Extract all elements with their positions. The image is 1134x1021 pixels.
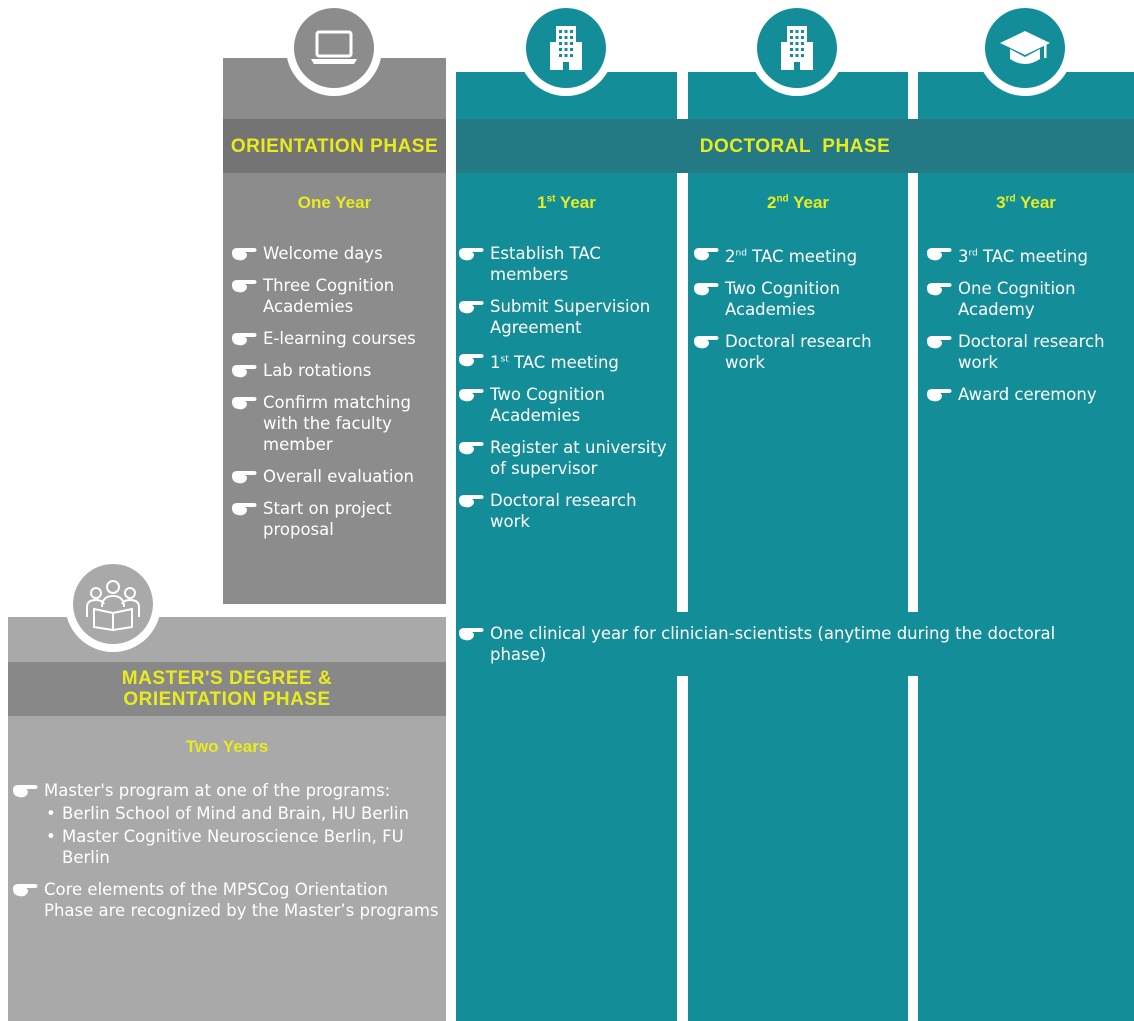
pointing-hand-icon: [231, 468, 257, 489]
pointing-hand-icon: [12, 881, 38, 902]
pointing-hand-icon: [231, 500, 257, 521]
orientation-duration: One Year: [297, 193, 372, 212]
list-item: 3rd TAC meeting: [924, 243, 1130, 267]
pointing-hand-icon: [231, 277, 257, 298]
year1-column: [456, 72, 677, 1021]
list-item: E-learning courses: [229, 328, 441, 349]
list-item: Two Cognition Academies: [456, 384, 672, 426]
list-item: Overall evaluation: [229, 466, 441, 487]
list-item: Submit Supervision Agreement: [456, 296, 672, 338]
orientation-icon-circle: [286, 0, 382, 96]
list-item: Doctoral research work: [456, 490, 672, 532]
orientation-header-band: ORIENTATION PHASE: [223, 119, 446, 173]
pointing-hand-icon: [458, 351, 484, 372]
list-item: Two Cognition Academies: [691, 278, 903, 320]
pointing-hand-icon: [231, 362, 257, 383]
list-item: Start on project proposal: [229, 498, 441, 540]
list-item: 1st TAC meeting: [456, 349, 672, 373]
building-icon: [550, 26, 582, 70]
pointing-hand-icon: [926, 333, 952, 354]
laptop-icon: [311, 30, 357, 64]
orientation-title: ORIENTATION PHASE: [230, 135, 439, 157]
year3-icon-circle: [977, 0, 1073, 96]
masters-title: MASTER'S DEGREE & ORIENTATION PHASE: [121, 668, 333, 710]
pointing-hand-icon: [693, 333, 719, 354]
masters-sublist: Berlin School of Mind and Brain, HU Berl…: [44, 803, 440, 868]
masters-list: Master's program at one of the programs:…: [10, 780, 440, 932]
pointing-hand-icon: [926, 280, 952, 301]
masters-item: Core elements of the MPSCog Orientation …: [10, 879, 440, 921]
year2-icon-circle: [749, 0, 845, 96]
year3-label: 3rd Year: [996, 193, 1056, 212]
pointing-hand-icon: [926, 386, 952, 407]
clinical-band: [456, 612, 1134, 676]
clinical-note: One clinical year for clinician-scientis…: [456, 623, 1116, 665]
year2-label: 2nd Year: [766, 193, 830, 212]
year1-label: 1st Year: [537, 193, 596, 212]
reading-group-icon: [86, 580, 140, 631]
list-item: Welcome days: [229, 243, 441, 264]
masters-icon-circle: [65, 556, 161, 652]
list-item: Doctoral research work: [924, 331, 1130, 373]
pointing-hand-icon: [693, 280, 719, 301]
doctoral-title: DOCTORAL PHASE: [699, 135, 891, 157]
pointing-hand-icon: [458, 386, 484, 407]
list-item: Confirm matching with the faculty member: [229, 392, 441, 455]
pointing-hand-icon: [693, 245, 719, 266]
pointing-hand-icon: [12, 782, 38, 803]
list-item: Doctoral research work: [691, 331, 903, 373]
clinical-note-list: One clinical year for clinician-scientis…: [456, 623, 1116, 676]
pointing-hand-icon: [458, 245, 484, 266]
list-item: Register at university of supervisor: [456, 437, 672, 479]
masters-duration: Two Years: [185, 737, 269, 756]
pointing-hand-icon: [926, 245, 952, 266]
list-item: 2nd TAC meeting: [691, 243, 903, 267]
list-item: Award ceremony: [924, 384, 1130, 405]
masters-subitem: Berlin School of Mind and Brain, HU Berl…: [44, 803, 440, 824]
list-item: One Cognition Academy: [924, 278, 1130, 320]
pointing-hand-icon: [231, 330, 257, 351]
pointing-hand-icon: [458, 492, 484, 513]
year1-icon-circle: [518, 0, 614, 96]
building-icon: [781, 26, 813, 70]
pointing-hand-icon: [231, 245, 257, 266]
year2-column: [688, 72, 908, 1021]
masters-header-band: MASTER'S DEGREE & ORIENTATION PHASE: [8, 662, 446, 716]
pointing-hand-icon: [458, 439, 484, 460]
doctoral-header-band: DOCTORAL PHASE: [456, 119, 1134, 173]
list-item: Lab rotations: [229, 360, 441, 381]
masters-item: Master's program at one of the programs:…: [10, 780, 440, 868]
list-item: Establish TAC members: [456, 243, 672, 285]
graduation-cap-icon: [1000, 31, 1050, 64]
pointing-hand-icon: [458, 298, 484, 319]
pointing-hand-icon: [231, 394, 257, 415]
masters-subitem: Master Cognitive Neuroscience Berlin, FU…: [44, 826, 440, 868]
year3-column: [918, 72, 1134, 1021]
pointing-hand-icon: [458, 625, 484, 646]
list-item: Three Cognition Academies: [229, 275, 441, 317]
